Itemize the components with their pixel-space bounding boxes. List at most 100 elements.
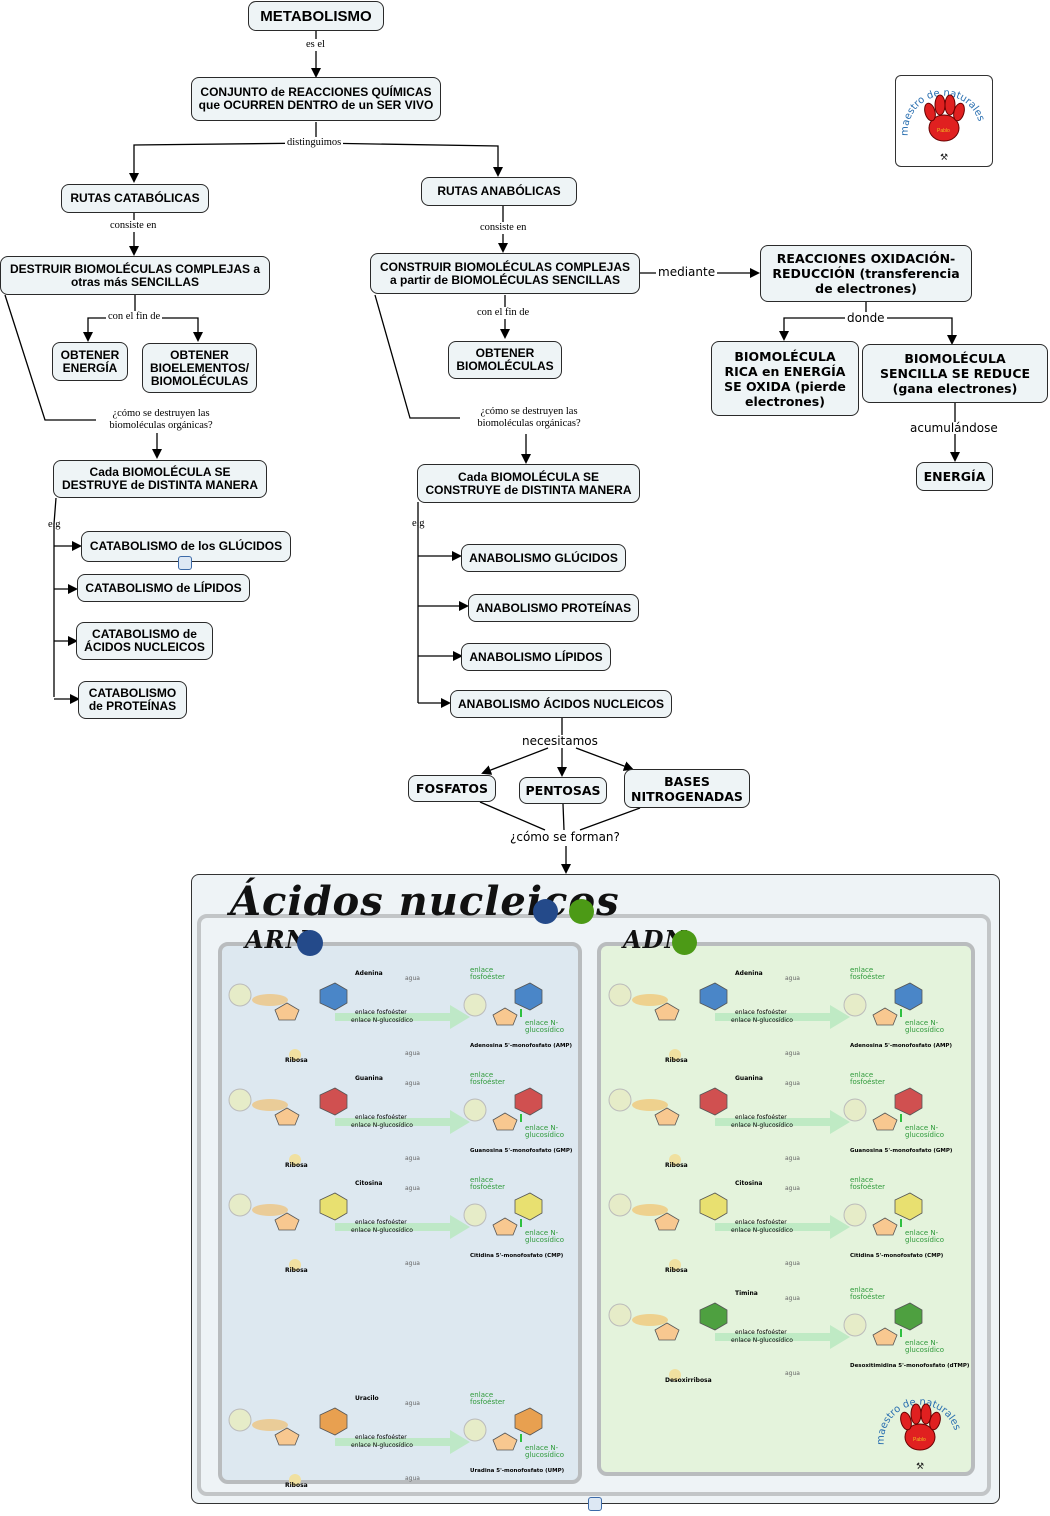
- reaction-diagram: [608, 1302, 923, 1381]
- link-label-con-el-fin-de: con el fin de: [106, 311, 163, 323]
- product-name: Guanosina 5'-monofosfato (GMP): [470, 1148, 573, 1154]
- link-label-acumulandose: acumulándose: [908, 421, 1000, 435]
- node-catabolismo-proteinas[interactable]: CATABOLISMO de PROTEÍNAS: [78, 681, 187, 719]
- water-label: agua: [405, 1475, 420, 1482]
- bond-label-n-glucosidico: enlace N-glucosídico: [731, 1122, 793, 1129]
- node-biomolecula-sencilla[interactable]: BIOMOLÉCULA SENCILLA SE REDUCE (gana ele…: [862, 344, 1048, 403]
- bond-label-n-glucosidico: enlace N-glucosídico: [731, 1227, 793, 1234]
- enlace-n-glucosidico-label: enlace N-glucosídico: [905, 1019, 945, 1034]
- node-anabolismo-glucidos[interactable]: ANABOLISMO GLÚCIDOS: [461, 544, 626, 572]
- node-anabolismo-proteinas[interactable]: ANABOLISMO PROTEÍNAS: [468, 594, 639, 622]
- node-rutas-catabolicas[interactable]: RUTAS CATABÓLICAS: [61, 184, 209, 213]
- link-label-como-se-destruyen: ¿cómo se destruyen las biomoléculas orgá…: [462, 406, 596, 430]
- product-name: Citidina 5'-monofosfato (CMP): [470, 1253, 564, 1259]
- water-label: agua: [785, 1370, 800, 1377]
- paw-logo-icon: maestro de naturales Pablo ⚒: [900, 88, 987, 162]
- node-cada-biomolecula-construye[interactable]: Cada BIOMOLÉCULA SE CONSTRUYE de DISTINT…: [417, 464, 640, 503]
- node-cada-biomolecula-destruye[interactable]: Cada BIOMOLÉCULA SE DESTRUYE de DISTINTA…: [53, 460, 267, 498]
- svg-text:⚒: ⚒: [940, 152, 948, 162]
- enlace-n-glucosidico-label: enlace N-glucosídico: [905, 1229, 945, 1244]
- reaction-diagram: [228, 982, 543, 1061]
- node-metabolismo[interactable]: METABOLISMO: [248, 1, 384, 31]
- reaction-row: Citosina Ribosa agua enlace fosfoéster e…: [605, 1175, 955, 1275]
- node-energia[interactable]: ENERGÍA: [916, 462, 993, 491]
- enlace-fosfoester-label: enlace fosfoéster: [850, 966, 886, 981]
- base-name: Adenina: [355, 970, 383, 977]
- water-label: agua: [785, 975, 800, 982]
- bond-label-n-glucosidico: enlace N-glucosídico: [731, 1017, 793, 1024]
- reaction-diagram: [608, 982, 923, 1061]
- base-name: Uracilo: [355, 1395, 379, 1402]
- bond-label-fosfoester: enlace fosfoéster: [355, 1219, 407, 1226]
- image-attachment-icon[interactable]: [178, 556, 192, 570]
- node-pentosas[interactable]: PENTOSAS: [519, 777, 607, 804]
- node-catabolismo-acidos-nucleicos[interactable]: CATABOLISMO de ÁCIDOS NUCLEICOS: [76, 622, 213, 660]
- paw-logo-icon: maestro de naturales Pablo ⚒: [876, 1397, 963, 1471]
- reaction-diagram: [228, 1087, 543, 1166]
- nucleic-acids-frame: [197, 914, 991, 1496]
- water-label: agua: [785, 1155, 800, 1162]
- enlace-n-glucosidico-label: enlace N-glucosídico: [525, 1019, 565, 1034]
- enlace-n-glucosidico-label: enlace N-glucosídico: [525, 1229, 565, 1244]
- svg-text:Pablo: Pablo: [937, 128, 950, 134]
- enlace-fosfoester-label: enlace fosfoéster: [470, 1071, 506, 1086]
- bond-label-fosfoester: enlace fosfoéster: [735, 1329, 787, 1336]
- node-construir-biomoleculas[interactable]: CONSTRUIR BIOMOLÉCULAS COMPLEJAS a parti…: [370, 253, 640, 294]
- reaction-row: Citosina Ribosa agua enlace fosfoéster e…: [225, 1175, 575, 1275]
- bond-label-fosfoester: enlace fosfoéster: [355, 1114, 407, 1121]
- link-label-eg: e.g: [48, 519, 61, 530]
- reaction-row: Adenina Ribosa agua enlace fosfoéster en…: [225, 965, 575, 1065]
- nucleic-acids-title: Ácidos nucleicos: [230, 878, 620, 925]
- base-name: Timina: [735, 1290, 758, 1297]
- node-conjunto-reacciones[interactable]: CONJUNTO de REACCIONES QUÍMICAS que OCUR…: [191, 77, 441, 121]
- water-label: agua: [785, 1260, 800, 1267]
- enlace-fosfoester-label: enlace fosfoéster: [850, 1176, 886, 1191]
- node-bases-nitrogenadas[interactable]: BASES NITROGENADAS: [624, 769, 750, 808]
- node-anabolismo-acidos-nucleicos[interactable]: ANABOLISMO ÁCIDOS NUCLEICOS: [450, 690, 672, 718]
- svg-text:Pablo: Pablo: [913, 1437, 926, 1443]
- node-fosfatos[interactable]: FOSFATOS: [408, 775, 496, 802]
- node-obtener-biomoleculas[interactable]: OBTENER BIOMOLÉCULAS: [448, 341, 562, 379]
- enlace-n-glucosidico-label: enlace N-glucosídico: [525, 1444, 565, 1459]
- bond-label-n-glucosidico: enlace N-glucosídico: [351, 1442, 413, 1449]
- image-attachment-icon[interactable]: [588, 1497, 602, 1511]
- sugar-name: Ribosa: [665, 1267, 688, 1274]
- reaction-diagram: [228, 1407, 543, 1486]
- link-label-distinguimos: distinguimos: [285, 137, 344, 149]
- reaction-diagram: [608, 1087, 923, 1166]
- base-name: Citosina: [735, 1180, 763, 1187]
- water-label: agua: [785, 1050, 800, 1057]
- enlace-n-glucosidico-label: enlace N-glucosídico: [525, 1124, 565, 1139]
- adn-green-dot-icon: [569, 899, 594, 924]
- svg-text:⚒: ⚒: [916, 1461, 924, 1471]
- bond-label-fosfoester: enlace fosfoéster: [355, 1434, 407, 1441]
- node-obtener-bioelementos[interactable]: OBTENER BIOELEMENTOS/ BIOMOLÉCULAS: [142, 343, 257, 393]
- enlace-fosfoester-label: enlace fosfoéster: [470, 1391, 506, 1406]
- bond-label-n-glucosidico: enlace N-glucosídico: [731, 1337, 793, 1344]
- node-rutas-anabolicas[interactable]: RUTAS ANABÓLICAS: [421, 177, 577, 206]
- node-catabolismo-lipidos[interactable]: CATABOLISMO de LÍPIDOS: [77, 574, 250, 602]
- product-name: Citidina 5'-monofosfato (CMP): [850, 1253, 944, 1259]
- enlace-fosfoester-label: enlace fosfoéster: [850, 1071, 886, 1086]
- reaction-row: Guanina Ribosa agua enlace fosfoéster en…: [605, 1070, 955, 1170]
- base-name: Adenina: [735, 970, 763, 977]
- node-anabolismo-lipidos[interactable]: ANABOLISMO LÍPIDOS: [461, 643, 611, 671]
- node-reacciones-redox[interactable]: REACCIONES OXIDACIÓN-REDUCCIÓN (transfer…: [760, 245, 972, 302]
- sugar-name: Ribosa: [285, 1482, 308, 1489]
- sugar-name: Desoxirribosa: [665, 1377, 712, 1384]
- water-label: agua: [405, 975, 420, 982]
- bond-label-fosfoester: enlace fosfoéster: [355, 1009, 407, 1016]
- node-destruir-biomoleculas[interactable]: DESTRUIR BIOMOLÉCULAS COMPLEJAS a otras …: [0, 256, 270, 295]
- bond-label-fosfoester: enlace fosfoéster: [735, 1114, 787, 1121]
- water-label: agua: [405, 1260, 420, 1267]
- node-obtener-energia[interactable]: OBTENER ENERGÍA: [52, 342, 128, 381]
- enlace-fosfoester-label: enlace fosfoéster: [470, 966, 506, 981]
- bond-label-n-glucosidico: enlace N-glucosídico: [351, 1227, 413, 1234]
- reaction-row: Uracilo Ribosa agua enlace fosfoéster en…: [225, 1390, 575, 1490]
- node-biomolecula-rica[interactable]: BIOMOLÉCULA RICA en ENERGÍA SE OXIDA (pi…: [711, 341, 859, 416]
- link-label-como-se-forman: ¿cómo se forman?: [508, 830, 622, 844]
- link-label-mediante: mediante: [656, 265, 718, 279]
- bond-label-fosfoester: enlace fosfoéster: [735, 1219, 787, 1226]
- link-label-consiste-en: consiste en: [478, 222, 529, 234]
- adn-dot-icon: [672, 930, 697, 955]
